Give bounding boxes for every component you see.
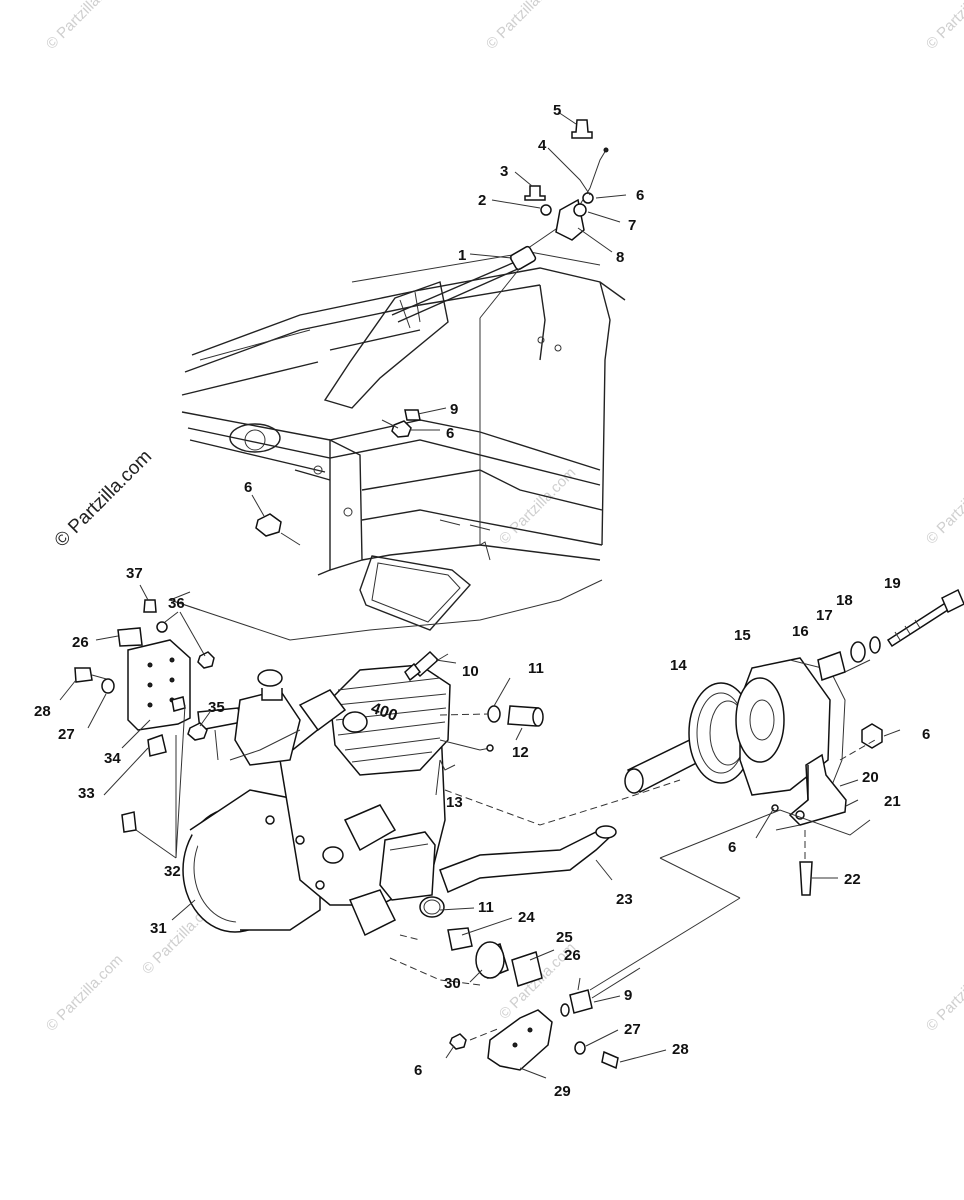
callout-24: 24 <box>518 909 535 926</box>
throttle-cable-assembly <box>391 119 609 323</box>
callout-37: 37 <box>126 565 143 582</box>
callout-19: 19 <box>884 575 901 592</box>
callout-25: 25 <box>556 929 573 946</box>
callout-34: 34 <box>104 750 121 767</box>
watermark-main: © Partzilla.com <box>51 446 156 551</box>
callout-9: 9 <box>624 987 632 1004</box>
callout-36: 36 <box>168 595 185 612</box>
callout-31: 31 <box>150 920 167 937</box>
clamps-coupler <box>389 896 555 987</box>
callout-9: 9 <box>450 401 458 418</box>
drive-clutch-assembly <box>444 588 964 826</box>
callout-26: 26 <box>564 947 581 964</box>
mount-bracket-part-20-21 <box>589 723 901 991</box>
callout-17: 17 <box>816 607 833 624</box>
callout-6: 6 <box>922 726 930 743</box>
watermark-small: © Partzilla.com <box>923 0 964 53</box>
pipe-part-23 <box>439 825 617 894</box>
callout-27: 27 <box>624 1021 641 1038</box>
callout-3: 3 <box>500 163 508 180</box>
leader-lines <box>59 111 627 921</box>
watermark-layer: © Partzilla.com © Partzilla.com © Partzi… <box>43 0 964 1035</box>
callout-2: 2 <box>478 192 486 209</box>
callout-7: 7 <box>628 217 636 234</box>
callout-6: 6 <box>446 425 454 442</box>
callout-6: 6 <box>414 1062 422 1079</box>
mount-bracket-part-29 <box>445 967 667 1079</box>
washer-part-2 <box>540 204 552 216</box>
wire-part-13 <box>439 739 491 771</box>
callouts: 5 4 3 6 2 7 8 1 9 6 6 37 36 26 28 27 34 … <box>34 102 930 1100</box>
callout-28: 28 <box>672 1041 689 1058</box>
callout-6: 6 <box>244 479 252 496</box>
callout-6: 6 <box>728 839 736 856</box>
callout-14: 14 <box>670 657 687 674</box>
callout-21: 21 <box>884 793 901 810</box>
callout-13: 13 <box>446 794 463 811</box>
callout-12: 12 <box>512 744 529 761</box>
callout-33: 33 <box>78 785 95 802</box>
callout-1: 1 <box>458 247 466 264</box>
callout-23: 23 <box>616 891 633 908</box>
callout-32: 32 <box>164 863 181 880</box>
bolt-part-5 <box>571 119 593 139</box>
callout-16: 16 <box>792 623 809 640</box>
callout-20: 20 <box>862 769 879 786</box>
callout-18: 18 <box>836 592 853 609</box>
callout-10: 10 <box>462 663 479 680</box>
callout-15: 15 <box>734 627 751 644</box>
engine-assembly: 400 <box>182 664 451 937</box>
bushings-11-12 <box>439 705 544 727</box>
callout-35: 35 <box>208 699 225 716</box>
watermark-small: © Partzilla.com <box>923 951 964 1034</box>
callout-30: 30 <box>444 975 461 992</box>
callout-28: 28 <box>34 703 51 720</box>
watermark-small: © Partzilla.com <box>923 464 964 547</box>
cable-adjuster-part-1 <box>509 245 537 271</box>
callout-6: 6 <box>636 187 644 204</box>
callout-4: 4 <box>538 137 547 154</box>
callout-26: 26 <box>72 634 89 651</box>
bolt-part-3 <box>524 185 546 201</box>
mount-bracket-part-34 <box>74 599 215 833</box>
callout-11: 11 <box>478 899 494 916</box>
callout-8: 8 <box>616 249 624 266</box>
watermark-small: © Partzilla.com <box>483 0 566 53</box>
frame-nuts <box>255 409 421 546</box>
washer-part-7 <box>573 203 587 217</box>
watermark-small: © Partzilla.com <box>43 951 126 1034</box>
watermark-small: © Partzilla.com <box>43 0 126 53</box>
chassis-frame <box>168 251 626 641</box>
callout-27: 27 <box>58 726 75 743</box>
nut-part-6-top <box>582 192 594 204</box>
callout-11: 11 <box>528 660 544 677</box>
callout-29: 29 <box>554 1083 571 1100</box>
spark-plug-part-10 <box>404 650 449 682</box>
callout-5: 5 <box>553 102 561 119</box>
callout-22: 22 <box>844 871 861 888</box>
